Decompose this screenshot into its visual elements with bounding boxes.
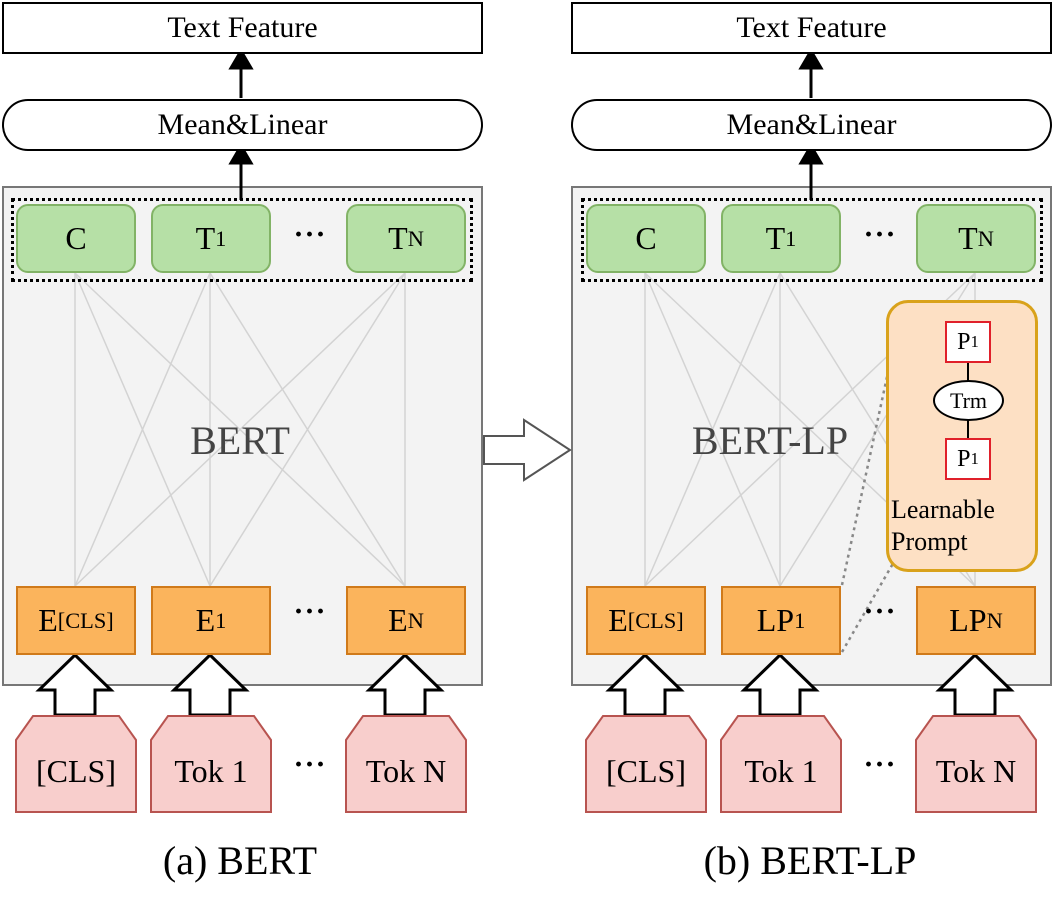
input-token-cls-left-text: [CLS] (36, 752, 116, 789)
transformer-block-label: Trm (949, 387, 988, 413)
output-group-frame-right (581, 198, 1043, 282)
embedding-ellipsis-right: ··· (855, 592, 905, 632)
token-shape-tokn-left (345, 715, 467, 813)
output-token-c-left-label: C (65, 220, 87, 256)
prompt-token-bottom-main: P (957, 445, 971, 472)
prompt-token-bottom-sub: 1 (970, 449, 979, 468)
token-shape-cls-left (15, 715, 137, 813)
mean-linear-label-left: Mean&Linear (157, 108, 328, 141)
mean-linear-label-right: Mean&Linear (726, 108, 897, 141)
embedding-lp1-right-sub: 1 (794, 607, 806, 633)
mean-linear-box-left: Mean&Linear (2, 99, 483, 151)
learnable-prompt-label: Learnable Prompt (891, 494, 1031, 560)
output-token-t1-left-main: T (195, 220, 216, 256)
output-token-tn-left-sub: N (407, 225, 424, 251)
prompt-token-top-main: P (957, 328, 971, 355)
embedding-cls-left-main: E (38, 602, 58, 638)
prompt-token-top-sub: 1 (970, 332, 979, 351)
input-token-cls-right: [CLS] (586, 730, 706, 812)
output-token-c-right-label: C (635, 220, 657, 256)
input-ellipsis-right-text: ··· (863, 748, 897, 781)
embedding-ellipsis-left: ··· (285, 592, 335, 632)
input-ellipsis-left-text: ··· (293, 748, 327, 781)
input-token-tokn-right: Tok N (916, 730, 1036, 812)
output-token-c-right: C (586, 204, 706, 273)
output-token-t1-left-sub: 1 (215, 225, 227, 251)
model-name-left: BERT (140, 412, 340, 468)
mean-linear-box-right: Mean&Linear (571, 99, 1052, 151)
caption-left-text: (a) BERT (162, 837, 318, 883)
transformer-block: Trm (933, 380, 1004, 421)
token-shape-tokn-right (915, 715, 1037, 813)
embedding-cls-right-main: E (608, 602, 628, 638)
output-ellipsis-left-text: ··· (293, 218, 327, 251)
embedding-n-left-main: E (388, 602, 408, 638)
embedding-cls-right: E[CLS] (586, 586, 706, 655)
embedding-cls-left: E[CLS] (16, 586, 136, 655)
output-ellipsis-right-text: ··· (863, 218, 897, 251)
embedding-1-left-main: E (195, 602, 216, 638)
embedding-lp1-right-main: LP (756, 602, 795, 638)
output-token-tn-left-main: T (388, 220, 408, 256)
embedding-cls-left-sub: [CLS] (57, 607, 114, 633)
learnable-prompt-label-line1: Learnable (891, 495, 995, 524)
embedding-lpn-right-main: LP (949, 602, 987, 638)
caption-right-text: (b) BERT-LP (703, 837, 917, 883)
output-group-frame-left (11, 198, 473, 282)
output-token-tn-right-sub: N (977, 225, 994, 251)
output-token-t1-right-sub: 1 (785, 225, 797, 251)
text-feature-label-left: Text Feature (167, 11, 318, 44)
token-shape-cls-right (585, 715, 707, 813)
embedding-cls-right-sub: [CLS] (627, 607, 684, 633)
model-name-left-text: BERT (190, 417, 290, 463)
input-ellipsis-left: ··· (285, 745, 335, 785)
model-name-right: BERT-LP (660, 412, 880, 468)
input-token-tok1-left-text: Tok 1 (174, 752, 248, 789)
text-feature-box-left: Text Feature (2, 2, 483, 54)
output-ellipsis-right: ··· (855, 215, 905, 255)
embedding-1-left-sub: 1 (215, 607, 227, 633)
input-token-tokn-left: Tok N (346, 730, 466, 812)
embedding-lpn-right-sub: N (986, 607, 1003, 633)
input-token-tokn-right-text: Tok N (935, 752, 1017, 789)
text-feature-label-right: Text Feature (736, 11, 887, 44)
input-token-tokn-left-text: Tok N (365, 752, 447, 789)
model-name-right-text: BERT-LP (691, 417, 849, 463)
caption-left: (a) BERT (40, 832, 440, 888)
embedding-n-left-sub: N (407, 607, 424, 633)
input-ellipsis-right: ··· (855, 745, 905, 785)
output-token-t1-right-main: T (765, 220, 786, 256)
input-token-tok1-right: Tok 1 (721, 730, 841, 812)
output-token-c-left: C (16, 204, 136, 273)
token-shape-tok1-right (720, 715, 842, 813)
embedding-ellipsis-right-text: ··· (863, 595, 897, 628)
learnable-prompt-label-line2: Prompt (891, 527, 968, 556)
caption-right: (b) BERT-LP (610, 832, 1010, 888)
input-token-tok1-right-text: Tok 1 (744, 752, 818, 789)
embedding-ellipsis-left-text: ··· (293, 595, 327, 628)
input-token-tok1-left: Tok 1 (151, 730, 271, 812)
output-token-tn-right-main: T (958, 220, 978, 256)
output-ellipsis-left: ··· (285, 215, 335, 255)
text-feature-box-right: Text Feature (571, 2, 1052, 54)
input-token-cls-right-text: [CLS] (606, 752, 686, 789)
input-token-cls-left: [CLS] (16, 730, 136, 812)
token-shape-tok1-left (150, 715, 272, 813)
